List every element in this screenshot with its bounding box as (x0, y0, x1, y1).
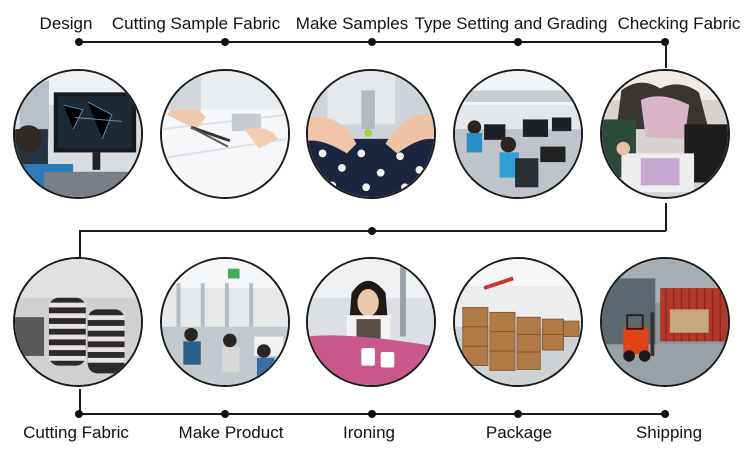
cutting-sample-fabric-photo (160, 69, 290, 199)
connector-line (79, 230, 81, 258)
timeline-dot (368, 410, 376, 418)
ironing-photo (306, 257, 436, 387)
step-label-ironing: Ironing (343, 423, 395, 442)
timeline-dot (368, 38, 376, 46)
step-label-checking-fabric: Checking Fabric (617, 14, 741, 33)
step-label-cutting-sample-fabric: Cutting Sample Fabric (111, 14, 281, 33)
step-label-type-setting: Type Setting and Grading (414, 14, 608, 33)
step-label-make-samples: Make Samples (295, 14, 409, 33)
checking-fabric-photo (600, 69, 730, 199)
type-setting-office-photo (453, 69, 583, 199)
connector-line (665, 203, 667, 231)
factory-floor-photo (160, 257, 290, 387)
step-label-make-product: Make Product (178, 423, 284, 442)
timeline-dot (221, 38, 229, 46)
cutting-fabric-stacks-photo (13, 257, 143, 387)
timeline-dot (514, 410, 522, 418)
design-computer-photo (13, 69, 143, 199)
forklift-container-photo (600, 257, 730, 387)
timeline-dot (221, 410, 229, 418)
step-label-shipping: Shipping (635, 423, 703, 442)
step-label-design: Design (39, 14, 93, 33)
timeline-dot (661, 410, 669, 418)
timeline-dot (514, 38, 522, 46)
connector-line (79, 389, 81, 414)
boxes-warehouse-photo (453, 257, 583, 387)
step-label-cutting-fabric: Cutting Fabric (23, 423, 129, 442)
connector-line (665, 42, 667, 68)
timeline-dot (75, 410, 83, 418)
step-label-package: Package (485, 423, 553, 442)
make-samples-photo (306, 69, 436, 199)
timeline-dot (368, 227, 376, 235)
timeline-dot (75, 38, 83, 46)
